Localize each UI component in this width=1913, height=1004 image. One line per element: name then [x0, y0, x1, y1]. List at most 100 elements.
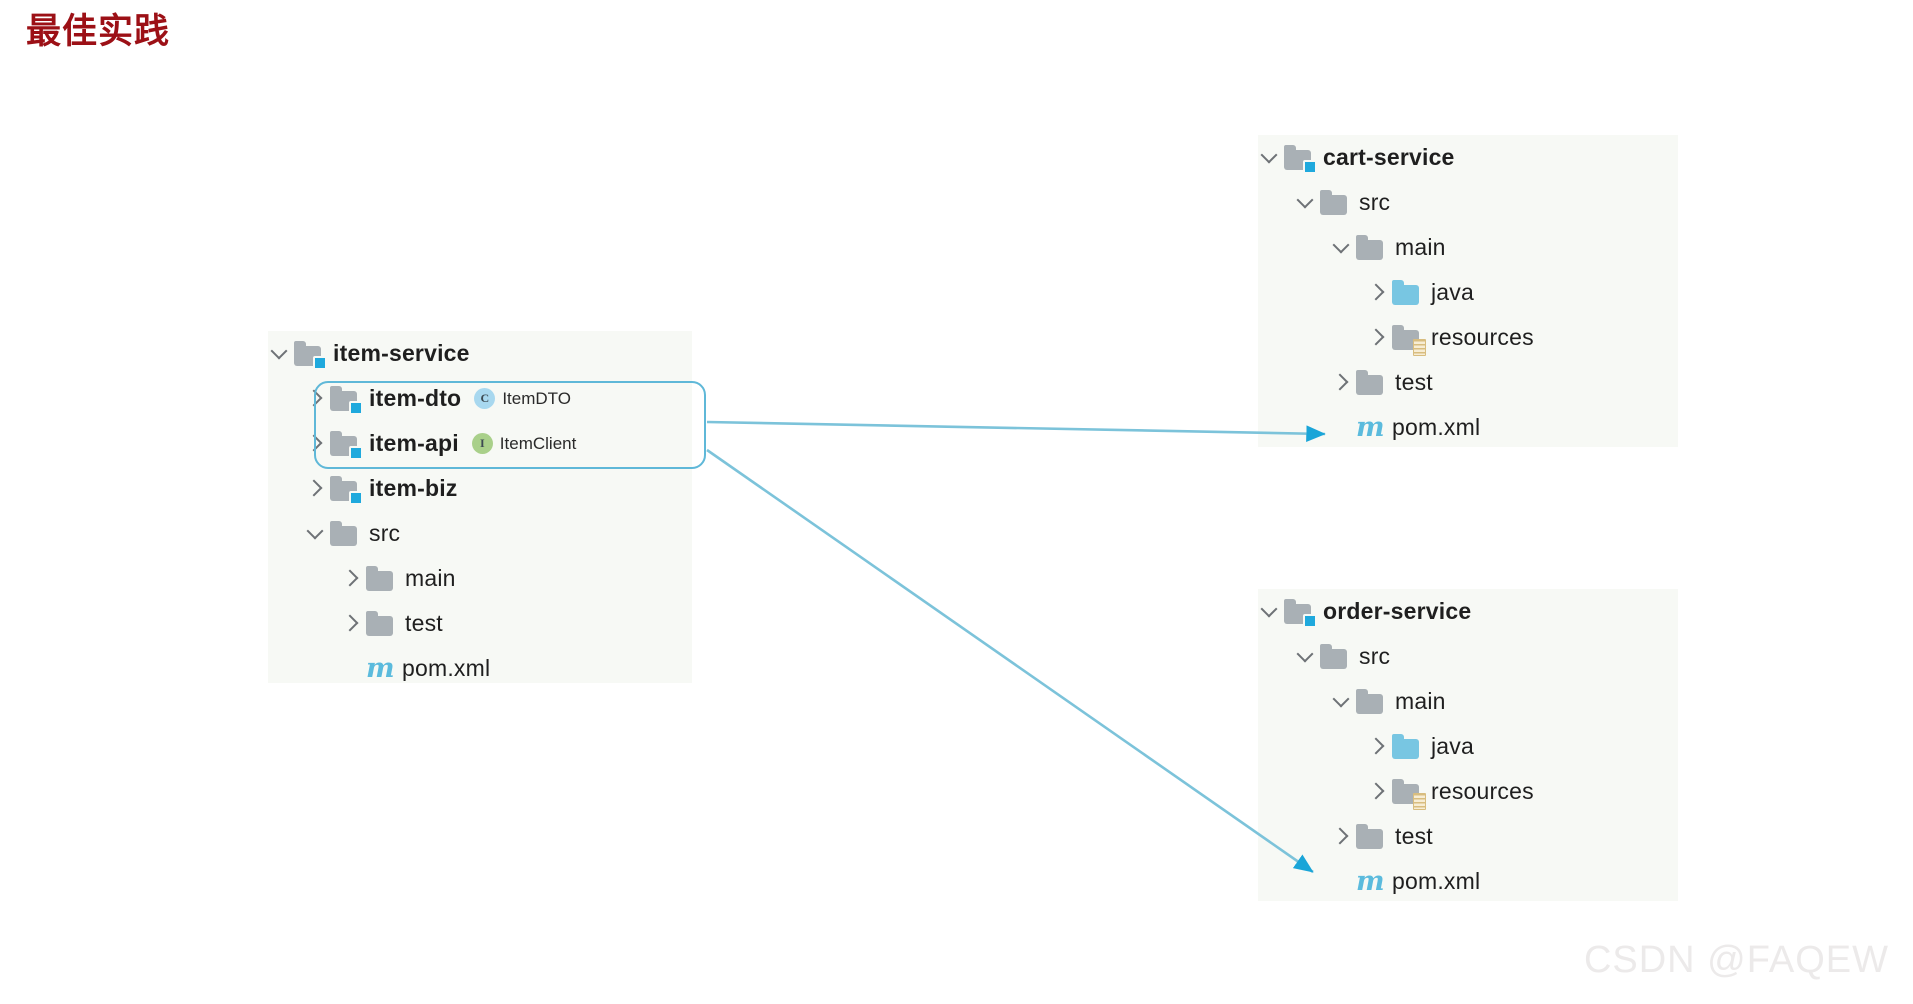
- class-chip: C ItemDTO: [474, 388, 571, 409]
- tree-row[interactable]: src: [304, 511, 692, 556]
- tree-row[interactable]: cart-service: [1258, 135, 1678, 180]
- chevron-placeholder: [340, 646, 366, 691]
- chevron-down-icon[interactable]: [1330, 225, 1356, 270]
- resources-folder-icon: [1392, 324, 1426, 356]
- chevron-right-icon[interactable]: [1366, 270, 1392, 315]
- folder-icon: [1320, 189, 1350, 216]
- tree-row[interactable]: main: [340, 556, 692, 601]
- tree-node-label: resources: [1431, 778, 1534, 804]
- tree-row[interactable]: resources: [1366, 769, 1678, 814]
- tree-row[interactable]: java: [1366, 270, 1678, 315]
- chevron-down-icon[interactable]: [1294, 180, 1320, 225]
- chevron-down-icon[interactable]: [1294, 634, 1320, 679]
- tree-node-label: java: [1431, 733, 1474, 759]
- tree-node-label: pom.xml: [1392, 414, 1481, 440]
- java-folder-icon: [1392, 733, 1422, 760]
- chevron-down-icon[interactable]: [1258, 589, 1284, 634]
- tree-node-label: item-dto: [369, 385, 462, 411]
- tree-panel-cart-service: cart-service src main java: [1258, 135, 1678, 447]
- tree-row[interactable]: test: [1330, 814, 1678, 859]
- maven-icon: m: [366, 652, 395, 684]
- tree-row[interactable]: test: [340, 601, 692, 646]
- folder-icon: [1356, 369, 1386, 396]
- tree-node-label: src: [369, 520, 401, 546]
- chevron-placeholder: [1330, 405, 1356, 450]
- tree-panel-item-service: item-service item-dto C ItemDTO item-api…: [268, 331, 692, 683]
- tree-row[interactable]: m pom.xml: [1330, 859, 1678, 904]
- tree-node-label: item-service: [333, 340, 470, 366]
- interface-icon: I: [471, 433, 493, 454]
- chevron-down-icon[interactable]: [1258, 135, 1284, 180]
- folder-icon: [366, 565, 396, 592]
- chevron-right-icon[interactable]: [1330, 360, 1356, 405]
- tree-node-label: item-api: [369, 430, 459, 456]
- tree-panel-order-service: order-service src main java: [1258, 589, 1678, 901]
- tree-row[interactable]: m pom.xml: [1330, 405, 1678, 450]
- chevron-right-icon[interactable]: [304, 376, 330, 421]
- module-folder-icon: [330, 475, 363, 505]
- tree-row[interactable]: test: [1330, 360, 1678, 405]
- tree-row[interactable]: item-biz: [304, 466, 692, 511]
- tree-node-label: main: [1395, 688, 1446, 714]
- tree-row[interactable]: main: [1330, 225, 1678, 270]
- tree-node-label: order-service: [1323, 598, 1472, 624]
- chevron-down-icon[interactable]: [268, 331, 294, 376]
- tree-node-label: main: [405, 565, 456, 591]
- tree-node-label: test: [1395, 369, 1433, 395]
- class-icon: C: [474, 388, 496, 409]
- arrow-to-cart-service: [706, 420, 1326, 442]
- folder-icon: [1320, 643, 1350, 670]
- chevron-right-icon[interactable]: [304, 421, 330, 466]
- java-folder-icon: [1392, 279, 1422, 306]
- module-folder-icon: [1284, 144, 1317, 174]
- tree-row[interactable]: resources: [1366, 315, 1678, 360]
- resources-folder-icon: [1392, 778, 1426, 810]
- tree-node-label: main: [1395, 234, 1446, 260]
- tree-node-label: pom.xml: [1392, 868, 1481, 894]
- chevron-right-icon[interactable]: [1366, 315, 1392, 360]
- module-folder-icon: [1284, 598, 1317, 628]
- maven-icon: m: [1356, 411, 1385, 443]
- module-folder-icon: [330, 430, 363, 460]
- arrow-to-order-service: [706, 448, 1314, 874]
- tree-row[interactable]: item-dto C ItemDTO: [304, 376, 692, 421]
- tree-row[interactable]: order-service: [1258, 589, 1678, 634]
- interface-name: ItemClient: [499, 433, 577, 453]
- csdn-watermark: CSDN @FAQEW: [1583, 939, 1889, 981]
- chevron-right-icon[interactable]: [304, 466, 330, 511]
- chevron-right-icon[interactable]: [340, 556, 366, 601]
- tree-row[interactable]: m pom.xml: [340, 646, 692, 691]
- tree-node-label: src: [1359, 189, 1391, 215]
- interface-chip: I ItemClient: [471, 433, 577, 454]
- tree-node-label: item-biz: [369, 475, 458, 501]
- module-folder-icon: [294, 340, 327, 370]
- folder-icon: [1356, 688, 1386, 715]
- module-folder-icon: [330, 385, 363, 415]
- tree-row[interactable]: java: [1366, 724, 1678, 769]
- chevron-right-icon[interactable]: [340, 601, 366, 646]
- tree-row[interactable]: item-service: [268, 331, 692, 376]
- class-name: ItemDTO: [502, 388, 571, 408]
- tree-node-label: cart-service: [1323, 144, 1455, 170]
- tree-node-label: src: [1359, 643, 1391, 669]
- tree-node-label: resources: [1431, 324, 1534, 350]
- tree-row[interactable]: main: [1330, 679, 1678, 724]
- maven-icon: m: [1356, 865, 1385, 897]
- chevron-down-icon[interactable]: [304, 511, 330, 556]
- page-title: 最佳实践: [26, 12, 171, 51]
- tree-node-label: test: [405, 610, 443, 636]
- tree-row[interactable]: src: [1294, 634, 1678, 679]
- chevron-down-icon[interactable]: [1330, 679, 1356, 724]
- tree-row[interactable]: src: [1294, 180, 1678, 225]
- tree-row[interactable]: item-api I ItemClient: [304, 421, 692, 466]
- chevron-right-icon[interactable]: [1330, 814, 1356, 859]
- folder-icon: [366, 610, 396, 637]
- chevron-right-icon[interactable]: [1366, 724, 1392, 769]
- folder-icon: [1356, 823, 1386, 850]
- tree-node-label: pom.xml: [402, 655, 491, 681]
- folder-icon: [330, 520, 360, 547]
- tree-node-label: test: [1395, 823, 1433, 849]
- chevron-right-icon[interactable]: [1366, 769, 1392, 814]
- chevron-placeholder: [1330, 859, 1356, 904]
